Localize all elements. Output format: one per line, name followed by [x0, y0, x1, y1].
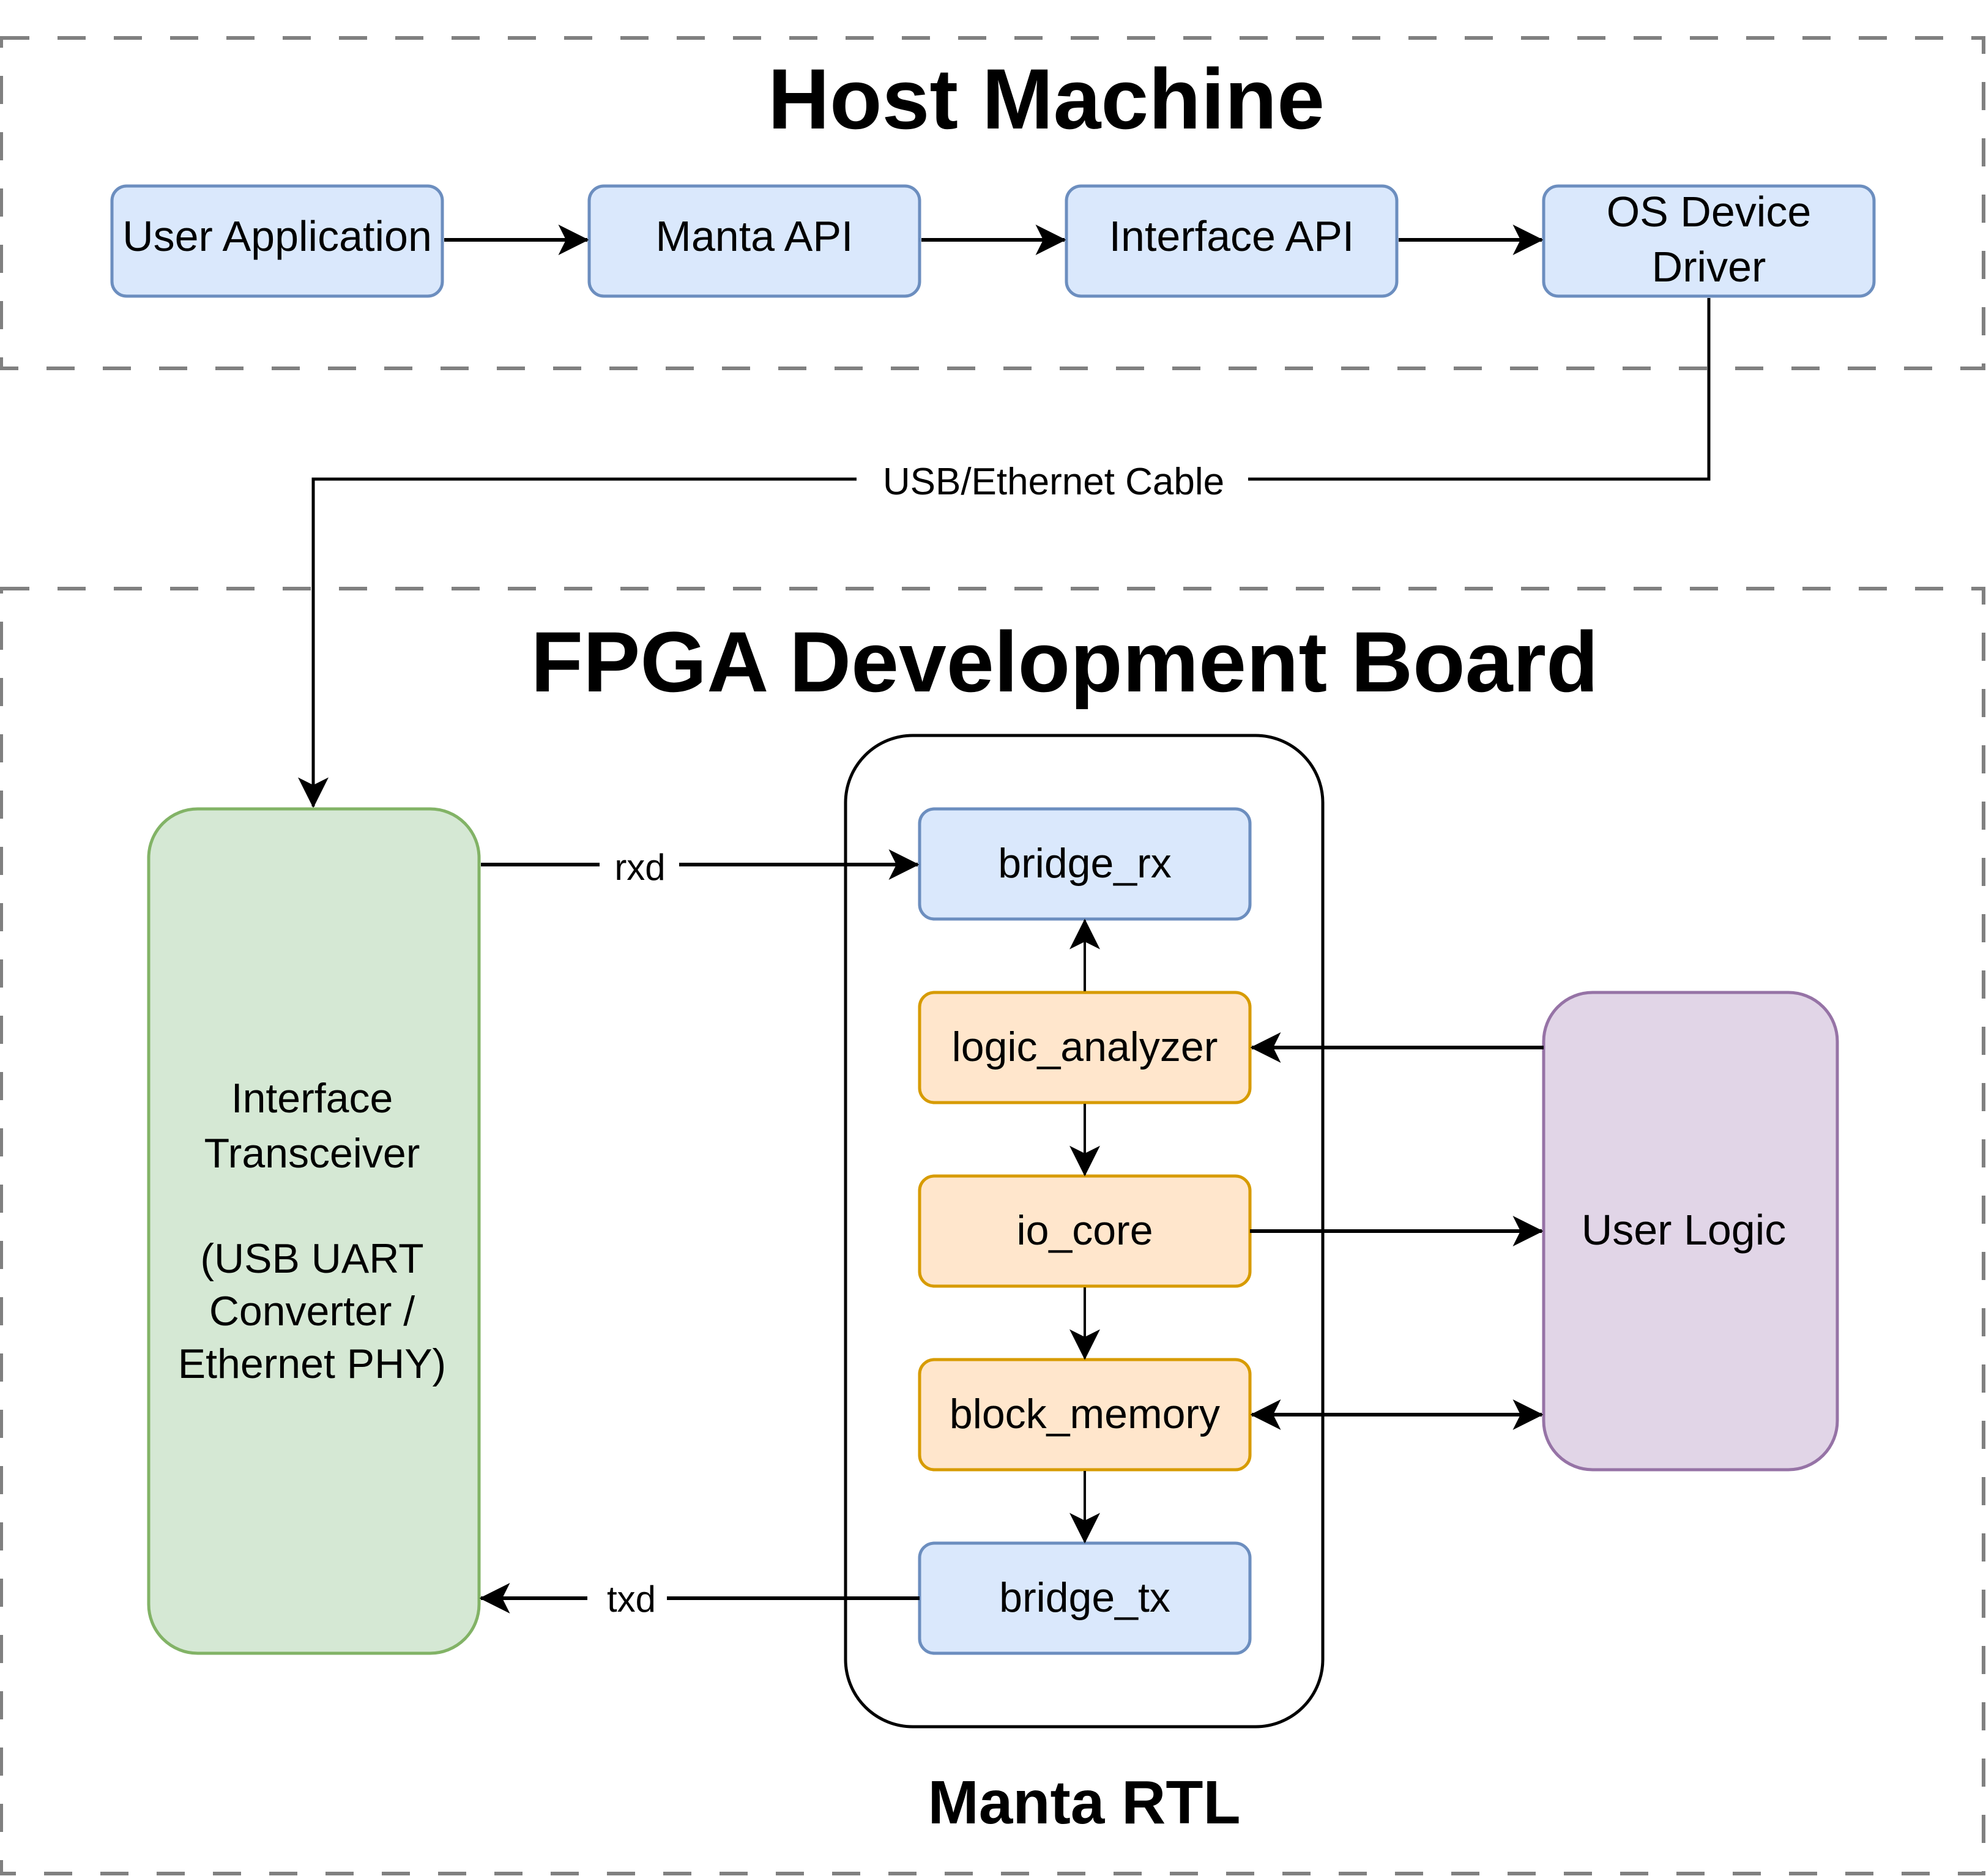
interface-transceiver-node[interactable]: Interface Transceiver (USB UART Converte… [147, 807, 481, 1655]
logic-analyzer-node[interactable]: logic_analyzer [918, 991, 1252, 1104]
bridge-tx-label: bridge_tx [999, 1574, 1170, 1621]
transceiver-label-line1: Interface [231, 1075, 393, 1122]
bridge-rx-node[interactable]: bridge_rx [918, 807, 1252, 921]
user-logic-label: User Logic [1582, 1206, 1787, 1254]
logic-analyzer-label: logic_analyzer [952, 1024, 1218, 1070]
os-device-driver-node[interactable]: OS Device Driver [1542, 184, 1876, 298]
manta-rtl-title: Manta RTL [928, 1768, 1240, 1837]
user-logic-node[interactable]: User Logic [1542, 991, 1839, 1472]
interface-api-label: Interface API [1109, 212, 1355, 260]
rxd-label: rxd [614, 847, 665, 888]
user-application-node[interactable]: User Application [110, 184, 444, 298]
host-machine-title: Host Machine [768, 51, 1325, 147]
manta-api-node[interactable]: Manta API [587, 184, 921, 298]
fpga-board-title: FPGA Development Board [530, 614, 1598, 710]
transceiver-label-line5: Ethernet PHY) [178, 1341, 446, 1387]
bridge-rx-label: bridge_rx [998, 840, 1172, 887]
transceiver-label-line2: Transceiver [204, 1130, 420, 1177]
interface-api-node[interactable]: Interface API [1065, 184, 1399, 298]
cable-connector [298, 298, 1711, 808]
io-core-node[interactable]: io_core [918, 1174, 1252, 1288]
transceiver-label-line4: Converter / [209, 1288, 415, 1334]
fpga-board-container: FPGA Development Board [0, 587, 1985, 1875]
os-device-driver-label-line2: Driver [1652, 243, 1766, 291]
cable-label: USB/Ethernet Cable [883, 461, 1224, 503]
bridge-tx-node[interactable]: bridge_tx [918, 1541, 1252, 1655]
manta-api-label: Manta API [656, 212, 854, 260]
io-core-label: io_core [1016, 1207, 1153, 1254]
user-application-label: User Application [122, 212, 432, 260]
os-device-driver-label-line1: OS Device [1607, 188, 1812, 236]
host-machine-container: Host Machine [0, 36, 1985, 370]
manta-rtl-container: Manta RTL [844, 734, 1325, 1837]
block-memory-node[interactable]: block_memory [918, 1358, 1252, 1472]
txd-label: txd [607, 1579, 656, 1620]
block-memory-label: block_memory [950, 1391, 1220, 1437]
transceiver-label-line3: (USB UART [200, 1235, 423, 1282]
